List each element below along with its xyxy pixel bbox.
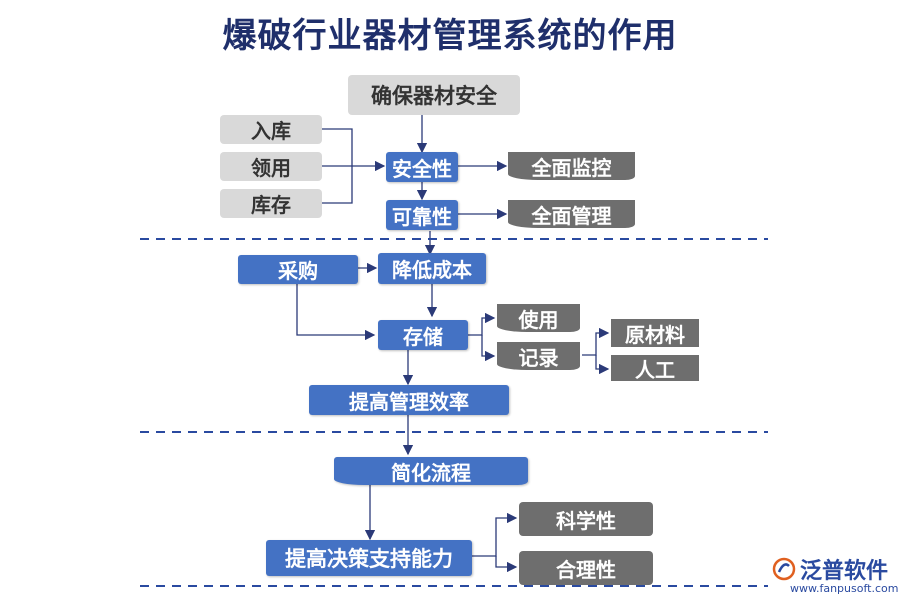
page-title: 爆破行业器材管理系统的作用 xyxy=(222,16,678,56)
storage-node: 存储 xyxy=(378,320,468,350)
full-management-node: 全面管理 xyxy=(508,200,635,228)
record-node: 记录 xyxy=(497,342,580,370)
improve-efficiency-node: 提高管理效率 xyxy=(309,385,509,415)
use-node: 使用 xyxy=(497,304,580,332)
reliability-node: 可靠性 xyxy=(386,200,458,230)
reduce-cost-node: 降低成本 xyxy=(378,253,486,284)
labor-node: 人工 xyxy=(611,355,699,382)
logo-url: www.fanpusoft.com xyxy=(790,582,899,595)
requisition-node: 领用 xyxy=(220,152,322,181)
rationality-node: 合理性 xyxy=(519,551,653,585)
ensure-safety-node: 确保器材安全 xyxy=(348,75,520,115)
scientific-node: 科学性 xyxy=(519,502,653,536)
purchase-node: 采购 xyxy=(238,255,358,284)
logo-icon xyxy=(772,557,796,581)
decision-support-node: 提高决策支持能力 xyxy=(266,540,472,576)
full-monitoring-node: 全面监控 xyxy=(508,152,635,180)
inbound-node: 入库 xyxy=(220,115,322,144)
stock-node: 库存 xyxy=(220,189,322,218)
raw-material-node: 原材料 xyxy=(611,319,699,347)
logo-name: 泛普软件 xyxy=(800,559,889,584)
safety-node: 安全性 xyxy=(386,152,458,182)
simplify-process-node: 简化流程 xyxy=(334,457,528,485)
fanpu-logo: 泛普软件 xyxy=(772,553,888,585)
